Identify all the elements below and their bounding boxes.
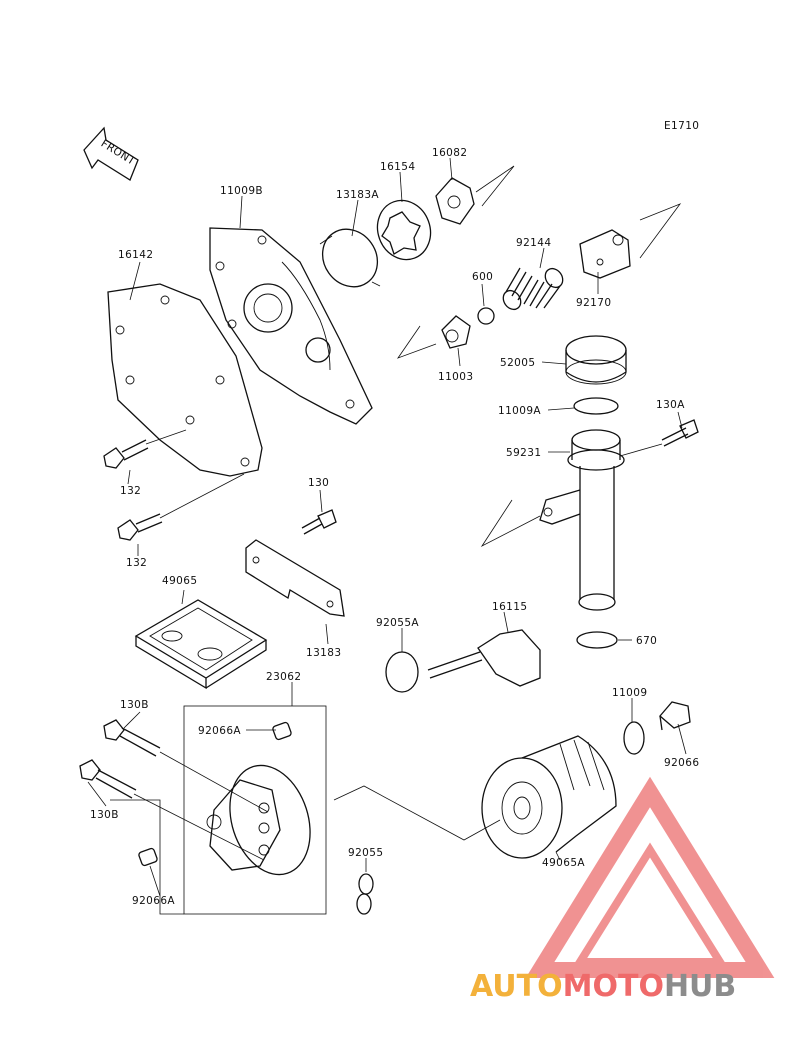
part-label: 92144 <box>516 237 551 249</box>
part-label: 600 <box>472 271 493 283</box>
assembly-box-extension <box>110 799 184 915</box>
watermark-moto: MOTO <box>563 969 664 1004</box>
bolt-92066 <box>659 701 691 731</box>
o-ring-92055a <box>385 651 419 693</box>
part-label: 130B <box>120 699 149 711</box>
watermark-hub: HUB <box>664 969 736 1004</box>
part-label: 132 <box>126 557 147 569</box>
assembly-guide-line <box>159 751 269 813</box>
o-ring-11009a <box>573 397 619 415</box>
rotor-16082 <box>435 177 475 225</box>
assembly-guide-line <box>475 165 515 207</box>
plug-92066a-upper <box>272 721 292 741</box>
plate-13183a <box>319 228 381 288</box>
plunger-92170 <box>579 229 631 279</box>
plug-92066a-lower <box>138 847 158 867</box>
diagram-code: E1710 <box>664 120 699 132</box>
strainer-49065 <box>134 599 268 690</box>
part-label: 92055 <box>348 847 383 859</box>
rotor-16154 <box>376 199 432 261</box>
part-label: 11009A <box>498 405 541 417</box>
dipstick-16115 <box>427 629 541 687</box>
bolt-130b-lower <box>79 759 137 799</box>
watermark-logo: AUTOMOTOHUB <box>470 776 775 1004</box>
part-label: 92066 <box>664 757 699 769</box>
part-label: 92066A <box>198 725 241 737</box>
part-label: 49065A <box>542 857 585 869</box>
spring-92144 <box>502 267 564 311</box>
cap-52005 <box>565 335 627 385</box>
part-label: 13183A <box>336 189 379 201</box>
valve-11003 <box>441 315 471 349</box>
part-label: 130A <box>656 399 685 411</box>
assembly-guide-line <box>480 499 541 548</box>
part-label: 130 <box>308 477 329 489</box>
part-label: 59231 <box>506 447 541 459</box>
part-label: 16082 <box>432 147 467 159</box>
assembly-box-23062 <box>183 705 327 915</box>
part-label: 16142 <box>118 249 153 261</box>
part-label: 52005 <box>500 357 535 369</box>
bolt-132-upper <box>103 439 149 469</box>
plate-13183 <box>245 539 345 617</box>
o-ring-670 <box>576 631 618 649</box>
part-label: 670 <box>636 635 657 647</box>
oil-filter-49065a <box>481 735 617 859</box>
assembly-guide-line <box>159 473 245 519</box>
bolt-130b-upper <box>103 719 161 757</box>
part-label: 11003 <box>438 371 473 383</box>
pipe-59231 <box>539 429 625 611</box>
part-label: 11009 <box>612 687 647 699</box>
part-label: 49065 <box>162 575 197 587</box>
o-ring-92055 <box>356 873 374 915</box>
assembly-guide-line <box>619 443 663 457</box>
bolt-132-lower <box>117 513 163 541</box>
svg-text:AUTOMOTOHUB: AUTOMOTOHUB <box>470 969 736 1004</box>
assembly-guide-line <box>145 429 187 445</box>
part-label: 92055A <box>376 617 419 629</box>
part-label: 16115 <box>492 601 527 613</box>
part-label: 132 <box>120 485 141 497</box>
part-label: 11009B <box>220 185 263 197</box>
part-label: 92170 <box>576 297 611 309</box>
part-label: 23062 <box>266 671 301 683</box>
leader-lines <box>87 157 687 897</box>
front-arrow-icon: FRONT <box>83 126 139 181</box>
part-label: 16154 <box>380 161 415 173</box>
part-labels: 11009B 13183A 16154 16082 16142 92144 60… <box>90 147 699 907</box>
bolt-130a <box>661 419 699 447</box>
assembly-guide-line <box>639 203 682 259</box>
part-label: 130B <box>90 809 119 821</box>
washer-11009 <box>623 721 645 755</box>
holder-23062 <box>206 764 311 876</box>
assembly-guide-line <box>396 325 437 359</box>
triangle-logo-icon <box>525 776 775 978</box>
gasket-16142 <box>107 283 263 477</box>
ball-600 <box>477 307 495 325</box>
part-label: 13183 <box>306 647 341 659</box>
assembly-guide-line <box>333 785 501 841</box>
part-label: 92066A <box>132 895 175 907</box>
pump-cover-11009b <box>209 227 373 425</box>
bolt-130 <box>301 509 337 535</box>
watermark-auto: AUTO <box>470 969 563 1004</box>
